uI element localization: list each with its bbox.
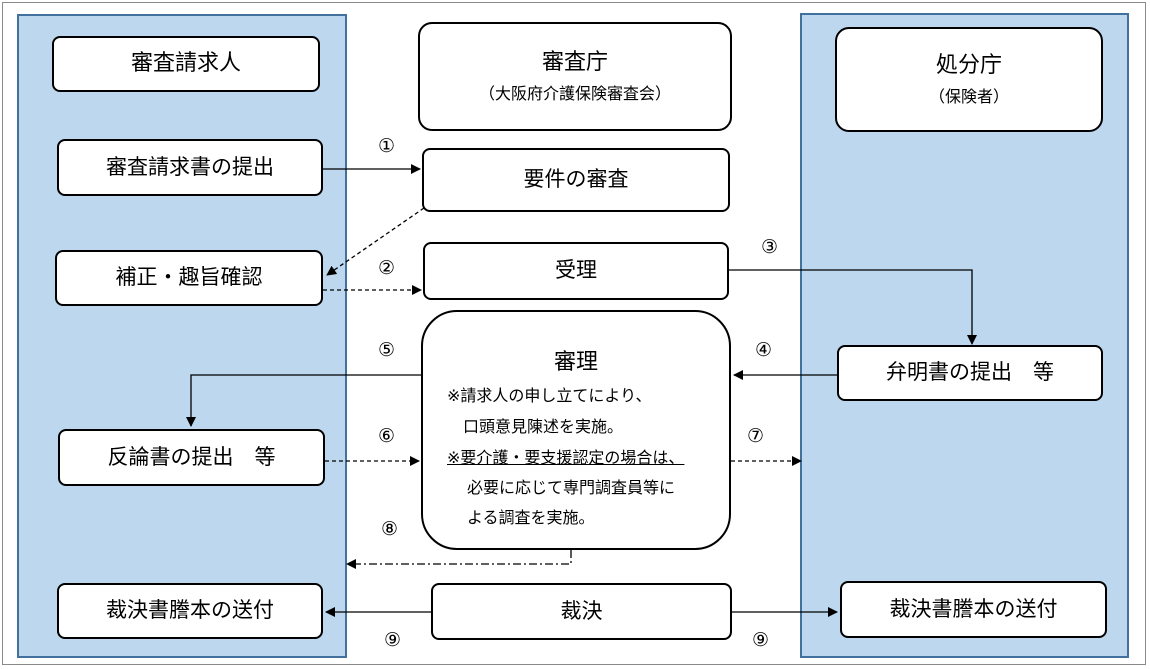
step-label-8: ⑧ <box>381 518 399 540</box>
box-copy-right: 裁決書謄本の送付 <box>840 581 1107 638</box>
box-acceptance: 受理 <box>423 242 729 300</box>
header-requester: 審査請求人 <box>52 36 320 92</box>
arrow-step-5 <box>186 374 421 427</box>
box-submit-explanation: 弁明書の提出 等 <box>837 345 1103 401</box>
header-disposition-agency-sub: （保険者） <box>928 87 1009 107</box>
box-hearing-title: 審理 <box>553 350 598 375</box>
hearing-note-5: よる調査を実施。 <box>467 508 595 527</box>
box-submit-rebuttal-text: 反論書の提出 等 <box>107 444 276 469</box>
arrow-review-to-amend <box>326 207 425 276</box>
step-label-7: ⑦ <box>747 425 765 447</box>
hearing-note-2: 口頭意見陳述を実施。 <box>463 417 624 436</box>
header-requester-text: 審査請求人 <box>130 50 241 76</box>
box-copy-left-text: 裁決書謄本の送付 <box>106 598 274 623</box>
box-amend-confirm: 補正・趣旨確認 <box>55 250 323 306</box>
box-submit-request: 審査請求書の提出 <box>57 139 323 196</box>
header-review-agency: 審査庁 （大阪府介護保険審査会） <box>418 22 732 131</box>
box-submit-request-text: 審査請求書の提出 <box>106 154 274 179</box>
step-label-9-left: ⑨ <box>384 629 402 651</box>
box-requirement-review: 要件の審査 <box>422 148 730 212</box>
hearing-note-3: ※要介護・要支援認定の場合は、 <box>447 448 685 467</box>
hearing-note-4: 必要に応じて専門調査員等に <box>467 478 676 497</box>
step-label-6: ⑥ <box>378 425 396 447</box>
box-copy-right-text: 裁決書謄本の送付 <box>889 596 1058 621</box>
box-decision: 裁決 <box>431 583 732 640</box>
header-review-agency-text: 審査庁 <box>541 49 608 75</box>
box-amend-confirm-text: 補正・趣旨確認 <box>115 265 263 290</box>
step-label-3: ③ <box>761 236 779 258</box>
header-review-agency-sub: （大阪府介護保険審査会） <box>478 84 671 104</box>
box-copy-left: 裁決書謄本の送付 <box>57 583 323 639</box>
step-label-1: ① <box>378 135 396 157</box>
arrow-step-8 <box>346 550 572 569</box>
box-decision-text: 裁決 <box>560 598 603 623</box>
lane-requester <box>17 14 347 658</box>
step-label-5: ⑤ <box>378 339 396 361</box>
box-submit-explanation-text: 弁明書の提出 等 <box>886 360 1054 385</box>
box-acceptance-text: 受理 <box>555 258 597 283</box>
step-label-9-right: ⑨ <box>752 629 770 651</box>
step-label-2: ② <box>378 257 396 279</box>
box-requirement-review-text: 要件の審査 <box>523 167 629 192</box>
box-submit-rebuttal: 反論書の提出 等 <box>58 429 325 486</box>
arrow-step-3 <box>729 269 977 345</box>
hearing-note-1: ※請求人の申し立てにより、 <box>447 386 652 405</box>
header-disposition-agency-text: 処分庁 <box>935 52 1002 78</box>
header-disposition-agency: 処分庁 （保険者） <box>835 27 1103 132</box>
step-label-4: ④ <box>755 339 773 361</box>
box-hearing: 審理 ※請求人の申し立てにより、 口頭意見陳述を実施。 ※要介護・要支援認定の場… <box>421 310 731 550</box>
